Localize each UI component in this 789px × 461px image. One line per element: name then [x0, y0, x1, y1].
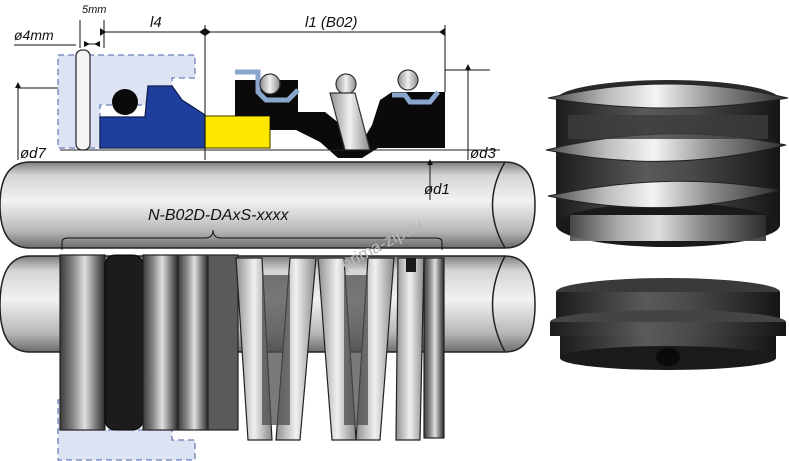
retainer-clip-right [392, 90, 440, 105]
photo-notch [656, 348, 680, 366]
spring-coil-1 [259, 73, 281, 95]
ring-d [177, 254, 209, 431]
pin [75, 49, 91, 151]
photo-coil-1 [547, 83, 789, 109]
spring-coil-3 [397, 69, 419, 91]
spring-turn-5 [395, 257, 425, 441]
label-l1: l1 (B02) [305, 14, 358, 31]
end-ring [423, 257, 445, 439]
cross-section [57, 49, 500, 158]
part-number: N-B02D-DAxS-xxxx [148, 207, 289, 224]
bellows-back-2 [344, 275, 368, 425]
ring-b [104, 254, 144, 431]
spring-coil-2 [335, 73, 357, 95]
lock-tab [406, 258, 416, 272]
photo-assembled-seal [545, 80, 789, 247]
label-d3: ød3 [470, 145, 497, 162]
bellows-back-1 [262, 275, 290, 425]
arrowheads [15, 28, 471, 165]
label-5mm: 5mm [82, 4, 106, 16]
photo-coil-3 [547, 180, 781, 209]
rotating-face [204, 115, 271, 149]
ring-a [59, 254, 106, 431]
label-l4: l4 [150, 14, 162, 31]
exploded-view [57, 254, 445, 461]
ring-e [207, 254, 239, 431]
dimensions [14, 20, 490, 250]
label-d7: ød7 [20, 145, 47, 162]
label-d1: ød1 [424, 181, 450, 198]
retainer-clip-left [235, 69, 300, 103]
photo-stationary-seat [550, 278, 786, 370]
stationary-o-ring [112, 89, 138, 115]
label-d4mm: ø4mm [14, 27, 54, 43]
stationary-seat [99, 85, 206, 149]
ring-c [142, 254, 179, 431]
